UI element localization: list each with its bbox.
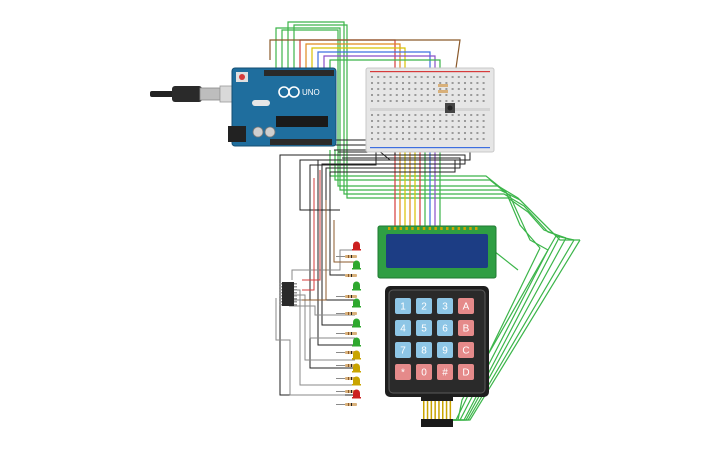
keypad-key-8[interactable]: 8 [416,342,432,358]
keypad-key-label: 9 [442,346,448,357]
breadboard-resistors [438,84,448,93]
keypad-key-label: 7 [400,346,406,357]
power-jack [228,126,246,142]
keypad-key-label: 5 [421,324,427,335]
keypad-key-label: C [462,346,469,357]
keypad-key-2[interactable]: 2 [416,298,432,314]
infinity-logo-icon [278,86,300,98]
resistor-10 [336,403,357,406]
led-6 [352,337,361,347]
keypad-key-label: # [442,368,448,379]
led-column [336,241,361,406]
keypad-key-5[interactable]: 5 [416,320,432,336]
analog-header [270,139,332,145]
led-wires [275,139,471,396]
keypad-key-label: 8 [421,346,427,357]
keypad-key-label: 2 [421,302,427,313]
led-7 [352,350,361,360]
keypad-key-label: D [462,368,469,379]
arduino-brand-label: UNO [302,88,320,97]
keypad-key-label: A [463,302,470,313]
keypad-key-label: 0 [421,368,427,379]
keypad-key-1[interactable]: 1 [395,298,411,314]
resistor-3 [336,295,357,298]
keypad-key-label: B [463,324,470,335]
keypad-key-label: 6 [442,324,448,335]
led-8 [352,363,361,373]
keypad-key-D[interactable]: D [458,364,474,380]
keypad-key-label: 1 [400,302,406,313]
lcd-screen [386,234,488,268]
keypad-key-C[interactable]: C [458,342,474,358]
shift-register-chip-icon [279,282,297,306]
resistor-1 [336,255,357,258]
keypad-key-4[interactable]: 4 [395,320,411,336]
keypad-key-3[interactable]: 3 [437,298,453,314]
keypad-key-9[interactable]: 9 [437,342,453,358]
keypad-key-7[interactable]: 7 [395,342,411,358]
pushbutton-icon[interactable] [445,103,455,113]
atmega-chip [276,116,328,127]
keypad-key-label: * [401,368,405,379]
led-2 [352,260,361,270]
keypad-key-B[interactable]: B [458,320,474,336]
led-10 [352,389,361,399]
keypad-key-A[interactable]: A [458,298,474,314]
keypad-key-6[interactable]: 6 [437,320,453,336]
led-1 [352,241,361,251]
resistor-5 [336,332,357,335]
resistor-2 [336,274,357,277]
led-5 [352,318,361,328]
led-3 [352,281,361,291]
digital-header [264,70,334,76]
led-4 [352,298,361,308]
led-9 [352,376,361,386]
keypad-key-label: 3 [442,302,448,313]
breadboard-icon [365,67,495,153]
keypad-key-star[interactable]: * [395,364,411,380]
usb-cable-icon [150,85,245,103]
keypad-key-0[interactable]: 0 [416,364,432,380]
lcd-display [377,225,497,279]
keypad-key-hash[interactable]: # [437,364,453,380]
keypad-4x4: 1 2 3 A 4 5 6 B 7 8 9 C * 0 # D [385,286,489,427]
arduino-uno-board[interactable]: UNO [228,67,337,147]
resistor-4 [336,312,357,315]
keypad-key-label: 4 [400,324,406,335]
keypad-connector [421,419,453,427]
